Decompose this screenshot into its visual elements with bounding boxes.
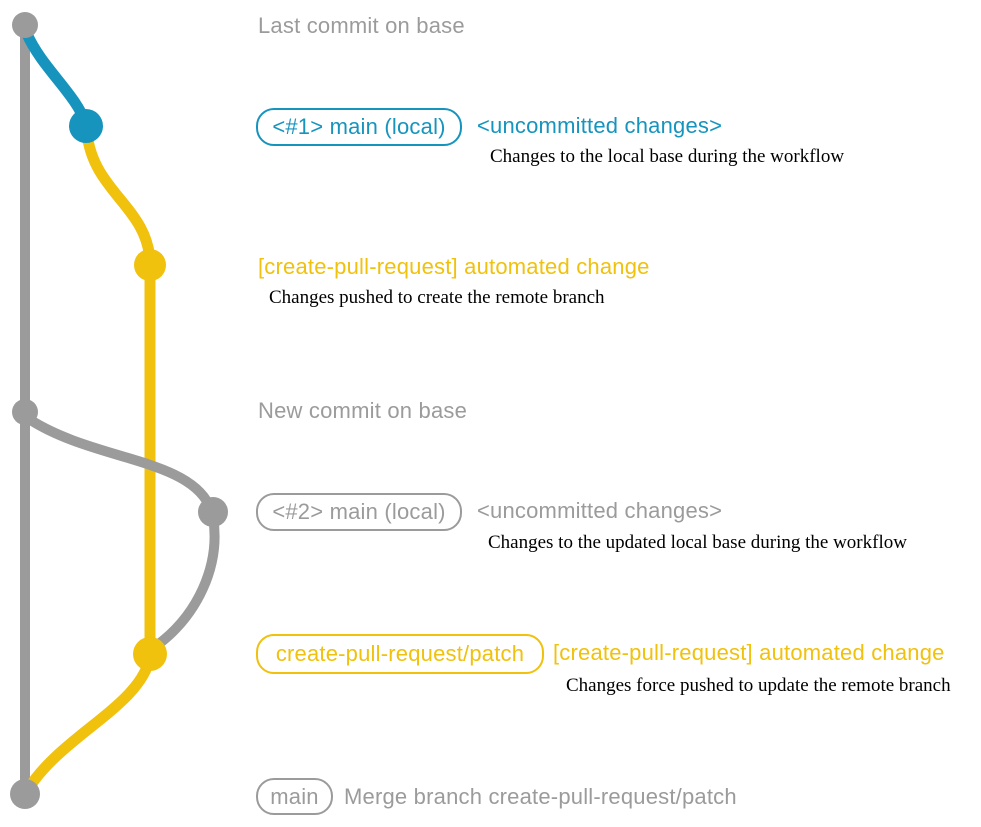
commit-dot-new-base bbox=[12, 399, 38, 425]
commit-dot-last-base bbox=[12, 12, 38, 38]
branch-badge-main-final: main bbox=[256, 778, 333, 815]
branch-badge-main-1-text: <#1> main (local) bbox=[272, 114, 446, 139]
new-commit-label: New commit on base bbox=[258, 398, 468, 423]
merge-commit-label: Merge branch create-pull-request/patch bbox=[344, 784, 737, 809]
automated-change-label-2: [create-pull-request] automated change bbox=[553, 640, 945, 665]
branch-badge-main-2-text: <#2> main (local) bbox=[272, 499, 446, 524]
rebase-curve-1 bbox=[24, 414, 214, 510]
branch-badge-patch-text: create-pull-request/patch bbox=[275, 641, 525, 666]
branch-badge-main-1: <#1> main (local) bbox=[256, 108, 462, 146]
uncommitted-changes-label-2: <uncommitted changes> bbox=[477, 498, 723, 523]
commit-dot-patch-2 bbox=[133, 637, 167, 671]
commit-dot-patch-1 bbox=[134, 249, 166, 281]
pushed-description: Changes pushed to create the remote bran… bbox=[269, 287, 605, 308]
uncommitted-changes-label-1: <uncommitted changes> bbox=[477, 113, 723, 138]
force-pushed-description: Changes force pushed to update the remot… bbox=[566, 675, 951, 696]
branch-badge-main-2: <#2> main (local) bbox=[256, 493, 462, 531]
local-change-curve-1 bbox=[21, 28, 92, 130]
commit-dot-local-1 bbox=[69, 109, 103, 143]
branch-badge-main-final-text: main bbox=[270, 783, 319, 809]
automated-change-label-1: [create-pull-request] automated change bbox=[258, 254, 650, 279]
patch-branch-curve-top bbox=[81, 127, 156, 268]
local-base-description: Changes to the local base during the wor… bbox=[490, 146, 845, 167]
last-commit-label: Last commit on base bbox=[258, 13, 465, 38]
branch-badge-patch: create-pull-request/patch bbox=[256, 634, 544, 674]
merge-curve bbox=[21, 651, 156, 797]
rebase-curve-2 bbox=[151, 512, 220, 651]
commit-dot-local-2 bbox=[198, 497, 228, 527]
updated-base-description: Changes to the updated local base during… bbox=[488, 532, 907, 553]
commit-dot-merge bbox=[10, 779, 40, 809]
